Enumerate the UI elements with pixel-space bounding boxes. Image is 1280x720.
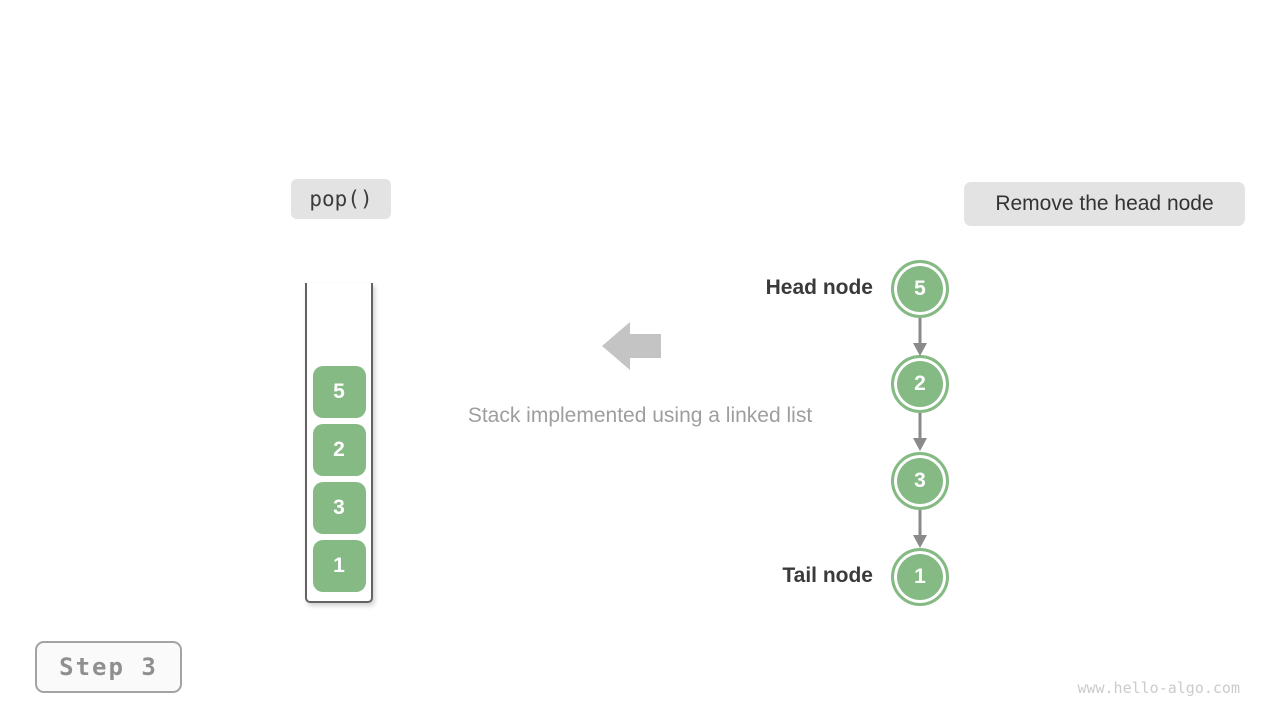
down-arrow-icon	[912, 318, 928, 361]
stack-item: 3	[312, 482, 366, 534]
step-badge: Step 3	[35, 641, 182, 693]
step-label: Step 3	[59, 653, 158, 681]
left-arrow-icon	[602, 321, 662, 376]
description-label: Remove the head node	[995, 192, 1214, 215]
pop-operation-badge: pop()	[291, 179, 391, 219]
head-node-label: Head node	[765, 276, 873, 299]
list-node: 2	[891, 355, 949, 413]
list-node: 1	[891, 548, 949, 606]
stack-container: 5 2 3 1	[305, 283, 373, 603]
caption-text: Stack implemented using a linked list	[467, 404, 813, 427]
stack-item: 5	[312, 366, 366, 418]
description-badge: Remove the head node	[964, 182, 1245, 226]
down-arrow-icon	[912, 510, 928, 553]
stack-item: 1	[312, 540, 366, 592]
watermark-text: www.hello-algo.com	[1077, 679, 1240, 697]
list-node: 5	[891, 260, 949, 318]
pop-operation-label: pop()	[309, 187, 373, 211]
stack-item: 2	[312, 424, 366, 476]
list-node: 3	[891, 452, 949, 510]
tail-node-label: Tail node	[782, 564, 873, 587]
down-arrow-icon	[912, 413, 928, 456]
